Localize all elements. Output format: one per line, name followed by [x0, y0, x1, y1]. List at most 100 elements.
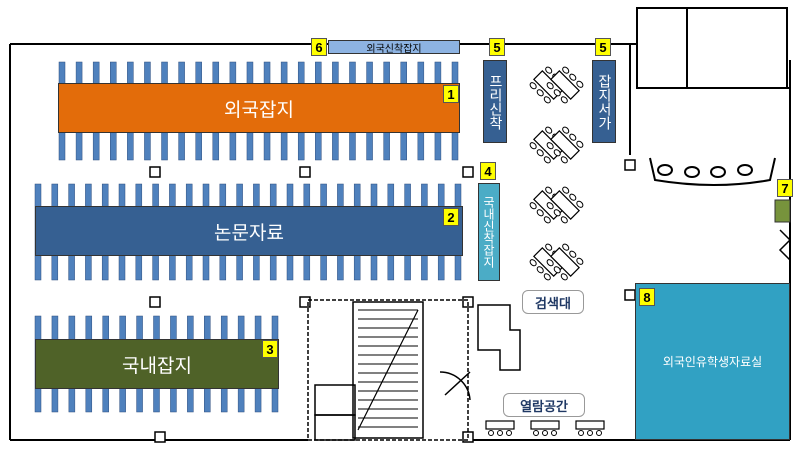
table — [550, 190, 580, 220]
chair — [536, 89, 544, 97]
chair — [529, 202, 537, 210]
chair — [576, 257, 584, 265]
chair — [569, 193, 577, 201]
theses-block: 논문자료 — [35, 206, 463, 256]
bench-seat — [488, 430, 494, 436]
chair — [546, 259, 554, 267]
chair — [560, 156, 568, 164]
reading-tables — [529, 66, 584, 281]
bench-seat — [551, 430, 557, 436]
pillar — [149, 166, 161, 178]
chair — [576, 200, 584, 208]
lounge-sofa — [649, 157, 776, 186]
chair — [553, 266, 561, 274]
pillar — [299, 296, 311, 308]
chair — [543, 156, 551, 164]
badge-8: 8 — [639, 288, 655, 306]
chair — [536, 149, 544, 157]
search-desk-label: 검색대 — [522, 290, 584, 314]
table — [550, 247, 580, 277]
foreign-students-room-label: 외국인유학생자료실 — [662, 355, 763, 369]
chair — [529, 142, 537, 150]
bench — [485, 420, 515, 430]
new-foreign-magazines-label: 외국신착잡지 — [366, 43, 422, 55]
table-set — [546, 126, 584, 164]
bench-seat — [542, 430, 548, 436]
green-area — [774, 199, 791, 223]
bench — [530, 420, 560, 430]
badge-5-left: 5 — [489, 38, 505, 56]
chair — [553, 89, 561, 97]
chair — [529, 82, 537, 90]
badge-3: 3 — [262, 340, 278, 358]
bench-seat — [506, 430, 512, 436]
domestic-magazines-label: 국내잡지 — [122, 354, 192, 377]
bench — [575, 420, 605, 430]
chair — [546, 82, 554, 90]
bench-seat — [497, 430, 503, 436]
pillar — [462, 166, 474, 178]
badge-1: 1 — [443, 85, 459, 103]
new-domestic-magazines-label: 국내신착잡지 — [481, 196, 496, 268]
reading-space-label: 열람공간 — [503, 393, 585, 417]
chair — [560, 216, 568, 224]
table-set — [546, 243, 584, 281]
chair — [562, 243, 570, 251]
chair — [536, 209, 544, 217]
chair — [562, 186, 570, 194]
chair — [569, 250, 577, 258]
free-new-books-column: 프리신착 — [483, 60, 507, 143]
pillar — [149, 296, 161, 308]
foreign-magazines-block: 외국잡지 — [58, 83, 460, 133]
badge-5-right: 5 — [595, 38, 611, 56]
chair — [543, 273, 551, 281]
pillars — [149, 159, 636, 443]
bench-seat — [587, 430, 593, 436]
magazine-shelf-label: 잡지서가 — [596, 73, 612, 130]
chair — [562, 66, 570, 74]
new-domestic-magazines-column: 국내신착잡지 — [478, 183, 500, 281]
new-foreign-magazines-bar: 외국신착잡지 — [328, 40, 460, 55]
pillar — [299, 166, 311, 178]
right-door — [778, 229, 792, 261]
pillar — [624, 159, 636, 171]
table — [550, 130, 580, 160]
chair — [560, 273, 568, 281]
chair — [553, 149, 561, 157]
theses-label: 논문자료 — [214, 221, 284, 244]
domestic-magazines-block: 국내잡지 — [35, 339, 279, 389]
chair — [545, 186, 553, 194]
top-right-rooms — [629, 7, 790, 155]
chair — [545, 243, 553, 251]
chair — [546, 202, 554, 210]
pillar — [154, 431, 166, 443]
chair — [562, 126, 570, 134]
table-set — [546, 66, 584, 104]
chair — [543, 96, 551, 104]
chair — [536, 266, 544, 274]
free-new-books-label: 프리신착 — [487, 73, 503, 130]
chair — [546, 142, 554, 150]
badge-7: 7 — [777, 179, 793, 197]
foreign-magazines-label: 외국잡지 — [224, 98, 294, 121]
stairwell — [307, 299, 521, 441]
magazine-shelf-column: 잡지서가 — [592, 60, 616, 143]
bench-seat — [533, 430, 539, 436]
badge-2: 2 — [443, 208, 459, 226]
reading-space-benches — [485, 420, 605, 436]
pillar — [624, 289, 636, 301]
foreign-students-room: 외국인유학생자료실 — [635, 283, 790, 440]
bench-seat — [578, 430, 584, 436]
chair — [545, 126, 553, 134]
table-set — [546, 186, 584, 224]
table — [550, 70, 580, 100]
bench-seat — [596, 430, 602, 436]
chair — [553, 209, 561, 217]
chair — [576, 140, 584, 148]
chair — [569, 73, 577, 81]
badge-4: 4 — [480, 162, 496, 180]
chair — [529, 259, 537, 267]
chair — [569, 133, 577, 141]
stair-diagonal — [357, 309, 419, 431]
chair — [576, 80, 584, 88]
